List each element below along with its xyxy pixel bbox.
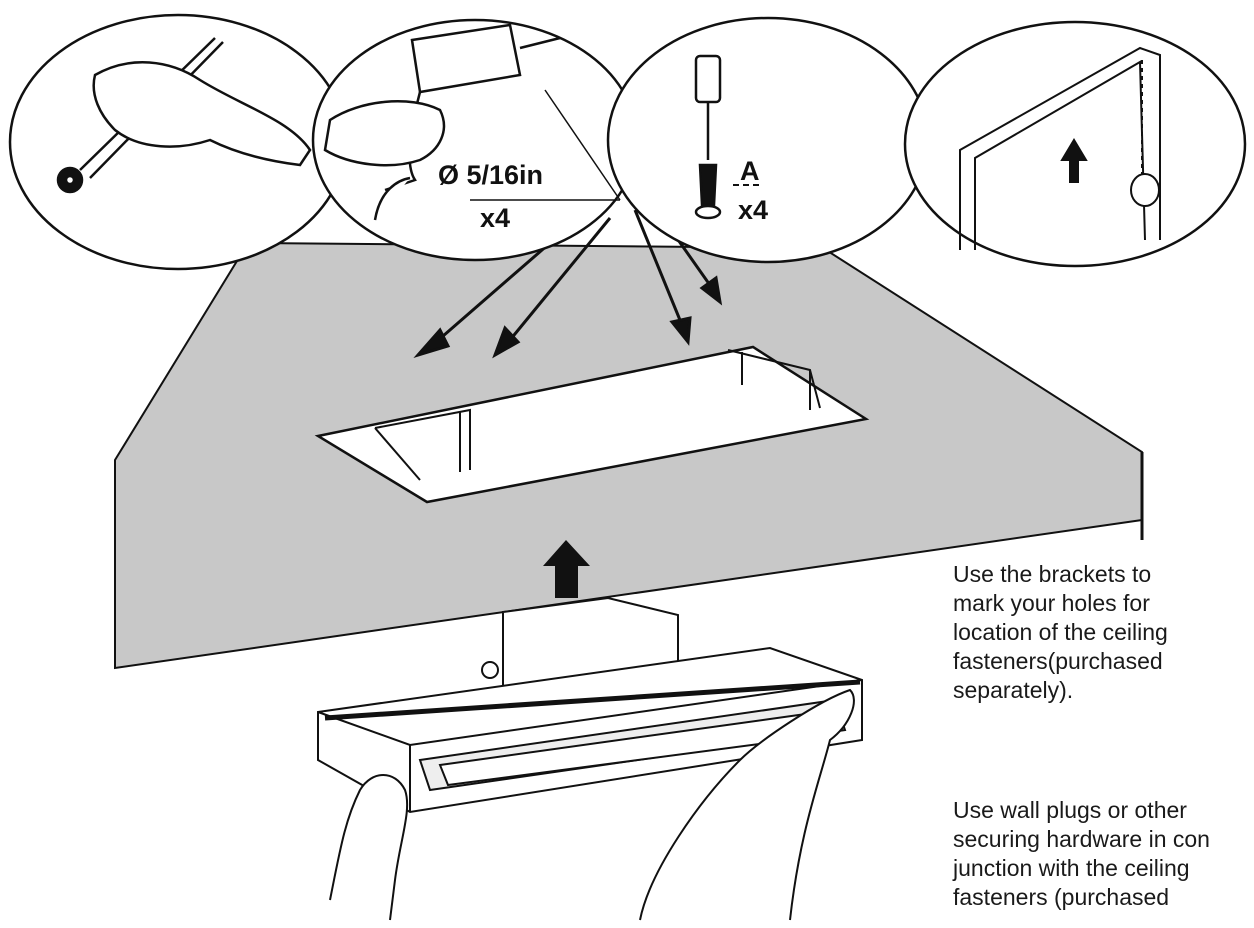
drill-icon	[323, 23, 621, 221]
drill-size-label: Ø 5/16in	[438, 160, 544, 190]
bracket-right	[727, 349, 821, 410]
arrow-up-icon	[543, 540, 590, 598]
range-hood	[317, 596, 863, 814]
instruction-text-2: Use wall plugs or other securing hardwar…	[953, 797, 1210, 910]
circle-frame	[903, 20, 1247, 268]
ceiling-cutout	[314, 345, 870, 504]
hands	[329, 688, 855, 921]
drill-quantity-label: x4	[480, 203, 511, 233]
screw-divider	[733, 184, 759, 186]
circle-drill	[311, 18, 639, 262]
screw-type-label: A	[740, 156, 760, 186]
screw-anchor-icon	[694, 54, 722, 220]
screw-quantity-label: x4	[738, 195, 769, 225]
instruction-text-1: Use the brackets to mark your holes for …	[953, 561, 1168, 703]
circle-screw	[606, 16, 930, 264]
pencil-icon	[56, 37, 312, 194]
circle-pencil	[8, 13, 348, 271]
arrow-group	[413, 199, 723, 359]
bracket-left	[374, 408, 471, 481]
frame-icon	[959, 46, 1161, 250]
